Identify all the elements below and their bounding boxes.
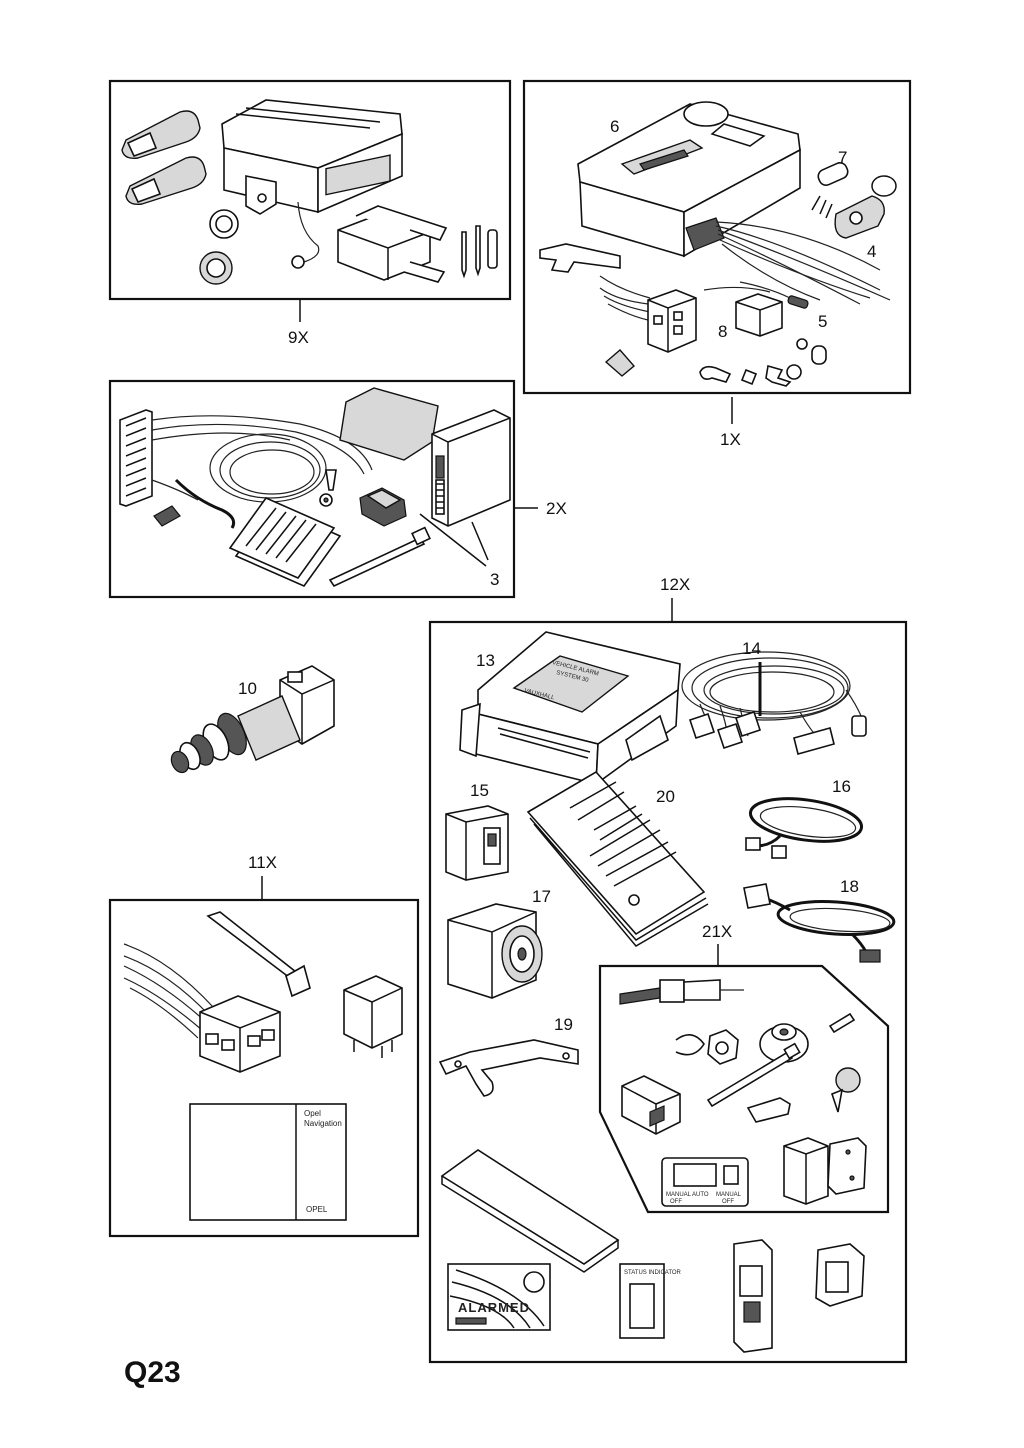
part-label-19: 19	[554, 1015, 573, 1034]
display-label-1: MANUAL	[666, 1192, 692, 1198]
part-5-switch	[739, 281, 809, 309]
part-8-relay	[703, 286, 783, 337]
connector-11x	[123, 943, 281, 1073]
manual-11x: Opel Navigation OPEL	[189, 1103, 347, 1221]
part-20-booklet	[526, 770, 709, 947]
group-2x-label: 2X	[546, 499, 567, 518]
part-18-lead	[743, 883, 896, 963]
part-17-siren	[447, 903, 543, 999]
module-bracket	[539, 243, 621, 273]
adhesive-pack	[339, 387, 439, 461]
part-label-10: 10	[238, 679, 257, 698]
manual-logo: OPEL	[306, 1205, 328, 1214]
group-9x-frame	[108, 79, 512, 301]
display-label-2: AUTO	[692, 1192, 709, 1198]
manual-title: Opel	[304, 1109, 321, 1118]
fasteners-1x	[604, 338, 827, 387]
display-sublabel-3: OFF	[722, 1199, 734, 1205]
part-7-sensor	[811, 162, 849, 219]
part-label-17: 17	[532, 887, 551, 906]
group-12x: 12X VEHICLE ALARM SYSTEM 30 VAUXHALL 13	[428, 575, 908, 1364]
part-label-16: 16	[832, 777, 851, 796]
group-1x: 1X	[522, 79, 912, 449]
connector-block-1x	[599, 275, 697, 353]
cable-tie-2x	[328, 536, 426, 588]
screw-21x	[831, 1067, 861, 1113]
part-label-6: 6	[610, 117, 619, 136]
part-4-key-tag	[834, 175, 897, 239]
bolt-21x	[619, 979, 744, 1005]
part-label-14: 14	[742, 639, 761, 658]
relay-11x	[343, 975, 403, 1058]
part-3-sensor	[359, 487, 407, 527]
part-label-4: 4	[867, 242, 876, 261]
switch-housing-21x	[783, 1137, 867, 1205]
protective-sheet	[440, 1149, 620, 1273]
part-label-13: 13	[476, 651, 495, 670]
part-10-siren: 10	[170, 665, 335, 774]
group-2x: 2X	[108, 379, 567, 599]
group-9x-label: 9X	[288, 328, 309, 347]
part-14-harness	[681, 651, 867, 755]
status-display: MANUAL AUTO MANUAL OFF OFF	[661, 1157, 749, 1207]
part-label-15: 15	[470, 781, 489, 800]
part-label-7: 7	[838, 148, 847, 167]
label-sheets	[228, 497, 342, 587]
display-sublabel-1: OFF	[670, 1199, 682, 1205]
screws-9x	[461, 225, 498, 279]
sensor-lead-2x	[153, 478, 236, 529]
group-11x: 11X Opel Navigation OPEL	[108, 853, 420, 1238]
group-1x-frame	[522, 79, 912, 395]
splice-connector	[621, 1075, 681, 1135]
group-2x-frame	[108, 379, 516, 599]
status-card-print: STATUS INDICATOR	[624, 1270, 682, 1276]
alarm-module-9x	[221, 99, 403, 215]
display-label-3: MANUAL	[716, 1192, 742, 1198]
part-label-18: 18	[840, 877, 859, 896]
group-21x-label: 21X	[702, 922, 732, 941]
status-indicator-card: STATUS INDICATOR	[619, 1263, 682, 1339]
alarmed-card: ALARMED	[447, 1263, 551, 1331]
part-label-8: 8	[718, 322, 727, 341]
grommets	[199, 209, 239, 285]
part-19-bracket	[438, 1039, 579, 1097]
card-print: ALARMED	[458, 1300, 530, 1315]
key-fob-pair	[121, 110, 207, 206]
group-12x-frame	[428, 620, 908, 1364]
group-1x-label: 1X	[720, 430, 741, 449]
part-16-lead	[745, 797, 864, 859]
group-11x-frame	[108, 898, 420, 1238]
group-21x-frame	[598, 964, 890, 1214]
part-label-3: 3	[490, 570, 499, 589]
control-box-2x	[431, 409, 511, 527]
group-12x-label: 12X	[660, 575, 690, 594]
manual-subtitle: Navigation	[304, 1119, 342, 1128]
wiring-harness-1x	[685, 217, 891, 305]
part-label-20: 20	[656, 787, 675, 806]
part-13-control-unit: VEHICLE ALARM SYSTEM 30 VAUXHALL	[459, 631, 681, 786]
part-15-switch	[445, 805, 509, 881]
group-11x-label: 11X	[248, 853, 277, 872]
harness-2x	[119, 409, 373, 507]
bezel-pieces	[733, 1239, 865, 1353]
mounting-bracket-9x	[337, 205, 448, 283]
page-code: Q23	[124, 1356, 181, 1389]
part-label-5: 5	[818, 312, 827, 331]
group-9x: 9X	[108, 79, 512, 347]
group-21x: 21X	[598, 922, 890, 1214]
